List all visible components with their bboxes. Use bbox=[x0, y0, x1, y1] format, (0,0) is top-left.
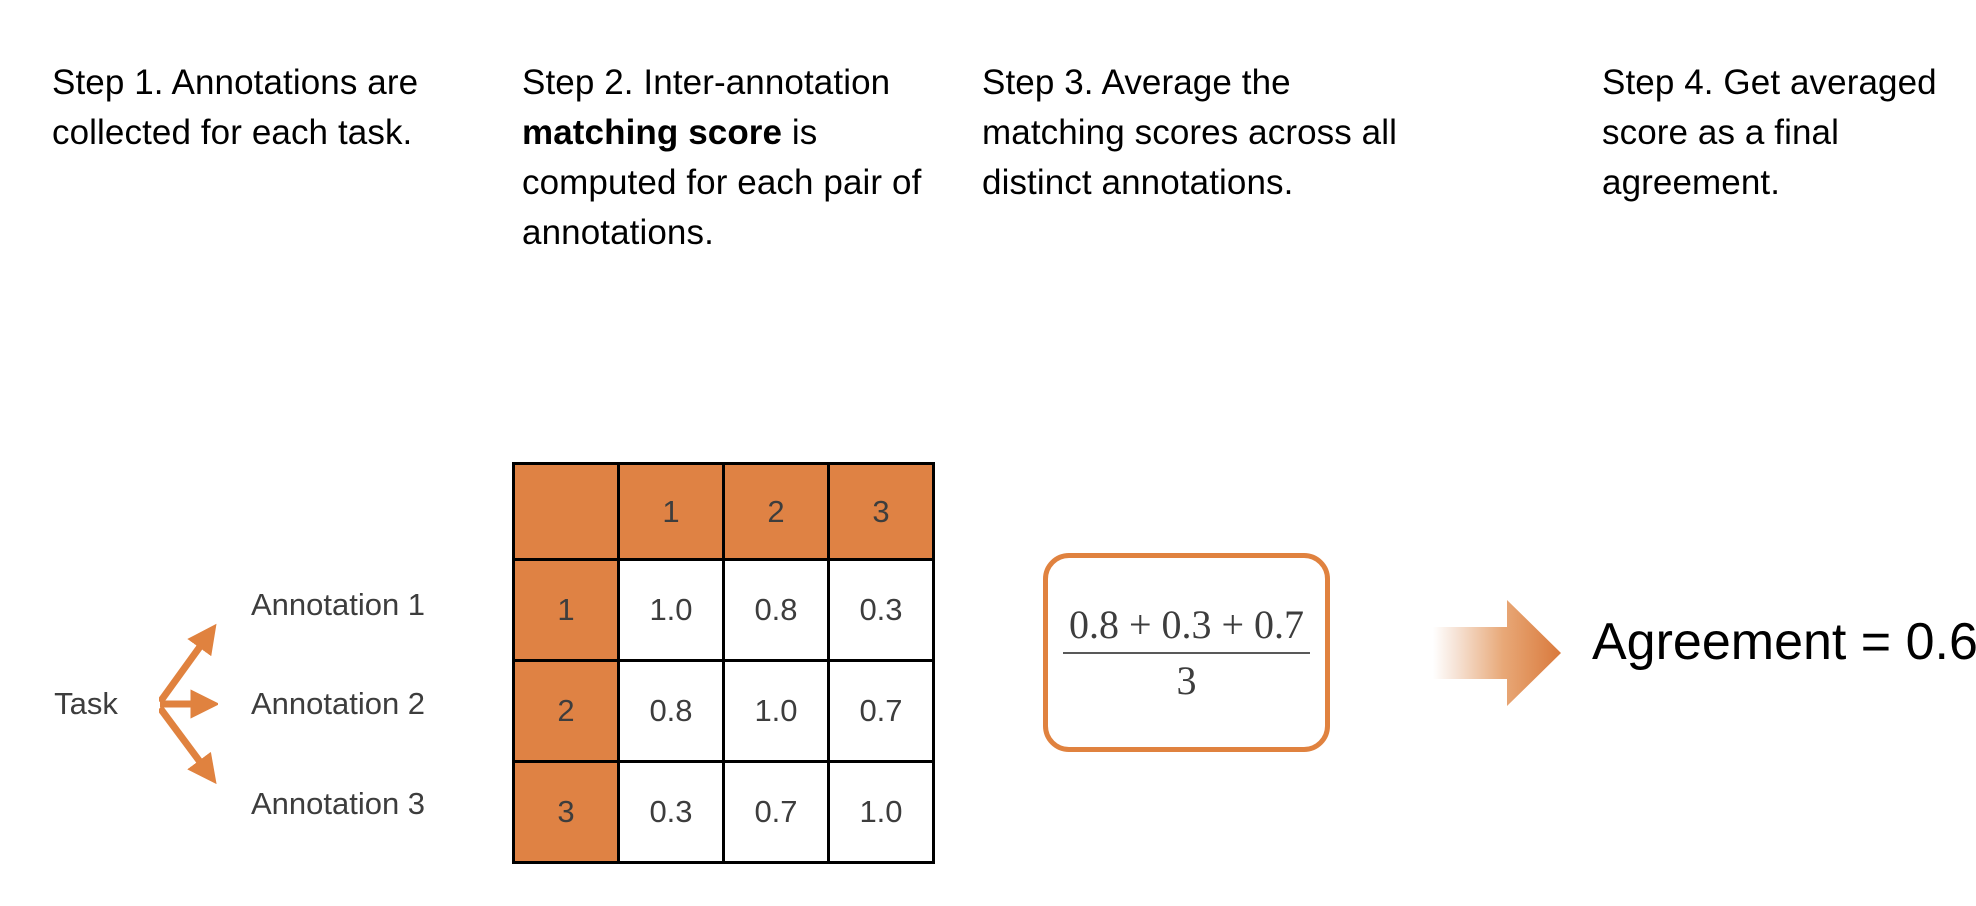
step-2-tail: is computed for each pair of annotations… bbox=[522, 113, 932, 252]
matrix-cell-2-1: 0.8 bbox=[617, 659, 725, 763]
annotation-node-3-label: Annotation 3 bbox=[250, 786, 426, 821]
flow-arrows-group bbox=[157, 623, 220, 785]
matrix-cell-3-2: 0.7 bbox=[722, 760, 830, 864]
right-block-arrow-icon bbox=[1433, 600, 1561, 706]
step-2-caption: Step 2. Inter-annotation matching score … bbox=[522, 58, 942, 258]
fraction-denominator: 3 bbox=[1176, 657, 1197, 703]
fraction-bar bbox=[1062, 651, 1311, 654]
matrix-row: 3 0.3 0.7 1.0 bbox=[512, 760, 935, 864]
matrix-corner-cell bbox=[512, 462, 620, 561]
matrix-row-header-2: 2 bbox=[512, 659, 620, 763]
matrix-cell-3-3: 1.0 bbox=[827, 760, 935, 864]
fraction-numerator: 0.8 + 0.3 + 0.7 bbox=[1068, 601, 1305, 647]
matrix-cell-1-3: 0.3 bbox=[827, 558, 935, 662]
average-formula-card: 0.8 + 0.3 + 0.7 3 bbox=[1043, 553, 1330, 752]
annotation-node-1-label: Annotation 1 bbox=[250, 587, 426, 622]
matrix-row: 1 1.0 0.8 0.3 bbox=[512, 558, 935, 662]
matrix-col-header-2: 2 bbox=[722, 462, 830, 561]
annotation-node-3[interactable]: Annotation 3 bbox=[218, 771, 458, 837]
matrix-cell-1-1: 1.0 bbox=[617, 558, 725, 662]
matching-score-matrix: 1 2 3 1 1.0 0.8 0.3 2 0.8 1.0 0.7 3 0.3 … bbox=[512, 462, 935, 864]
matrix-header-row: 1 2 3 bbox=[512, 462, 935, 561]
matrix-cell-3-1: 0.3 bbox=[617, 760, 725, 864]
step-4-caption: Step 4. Get averaged score as a final ag… bbox=[1602, 63, 1947, 202]
step-2-emphasis: matching score bbox=[522, 113, 783, 152]
block-arrow-shape bbox=[1433, 600, 1561, 706]
arrow-task-to-annotation-3 bbox=[157, 705, 217, 785]
arrow-task-to-annotation-1 bbox=[157, 623, 217, 705]
matrix-col-header-3: 3 bbox=[827, 462, 935, 561]
agreement-result-text: Agreement = 0.6 bbox=[1592, 613, 1976, 671]
matrix-row: 2 0.8 1.0 0.7 bbox=[512, 659, 935, 763]
matrix-cell-2-2: 1.0 bbox=[722, 659, 830, 763]
matrix-row-header-3: 3 bbox=[512, 760, 620, 864]
task-node[interactable]: Task bbox=[13, 672, 159, 736]
annotation-node-2[interactable]: Annotation 2 bbox=[218, 671, 458, 737]
matrix-cell-2-3: 0.7 bbox=[827, 659, 935, 763]
task-node-label: Task bbox=[54, 686, 118, 721]
average-fraction: 0.8 + 0.3 + 0.7 3 bbox=[1062, 601, 1311, 704]
matrix-cell-1-2: 0.8 bbox=[722, 558, 830, 662]
step-1-caption: Step 1. Annotations are collected for ea… bbox=[52, 63, 429, 152]
matrix-row-header-1: 1 bbox=[512, 558, 620, 662]
matrix-col-header-1: 1 bbox=[617, 462, 725, 561]
step-2-lead: Step 2. Inter-annotation bbox=[522, 63, 901, 102]
annotation-node-1[interactable]: Annotation 1 bbox=[218, 572, 458, 638]
step-3-caption: Step 3. Average the matching scores acro… bbox=[982, 63, 1407, 202]
annotation-node-2-label: Annotation 2 bbox=[250, 686, 426, 721]
